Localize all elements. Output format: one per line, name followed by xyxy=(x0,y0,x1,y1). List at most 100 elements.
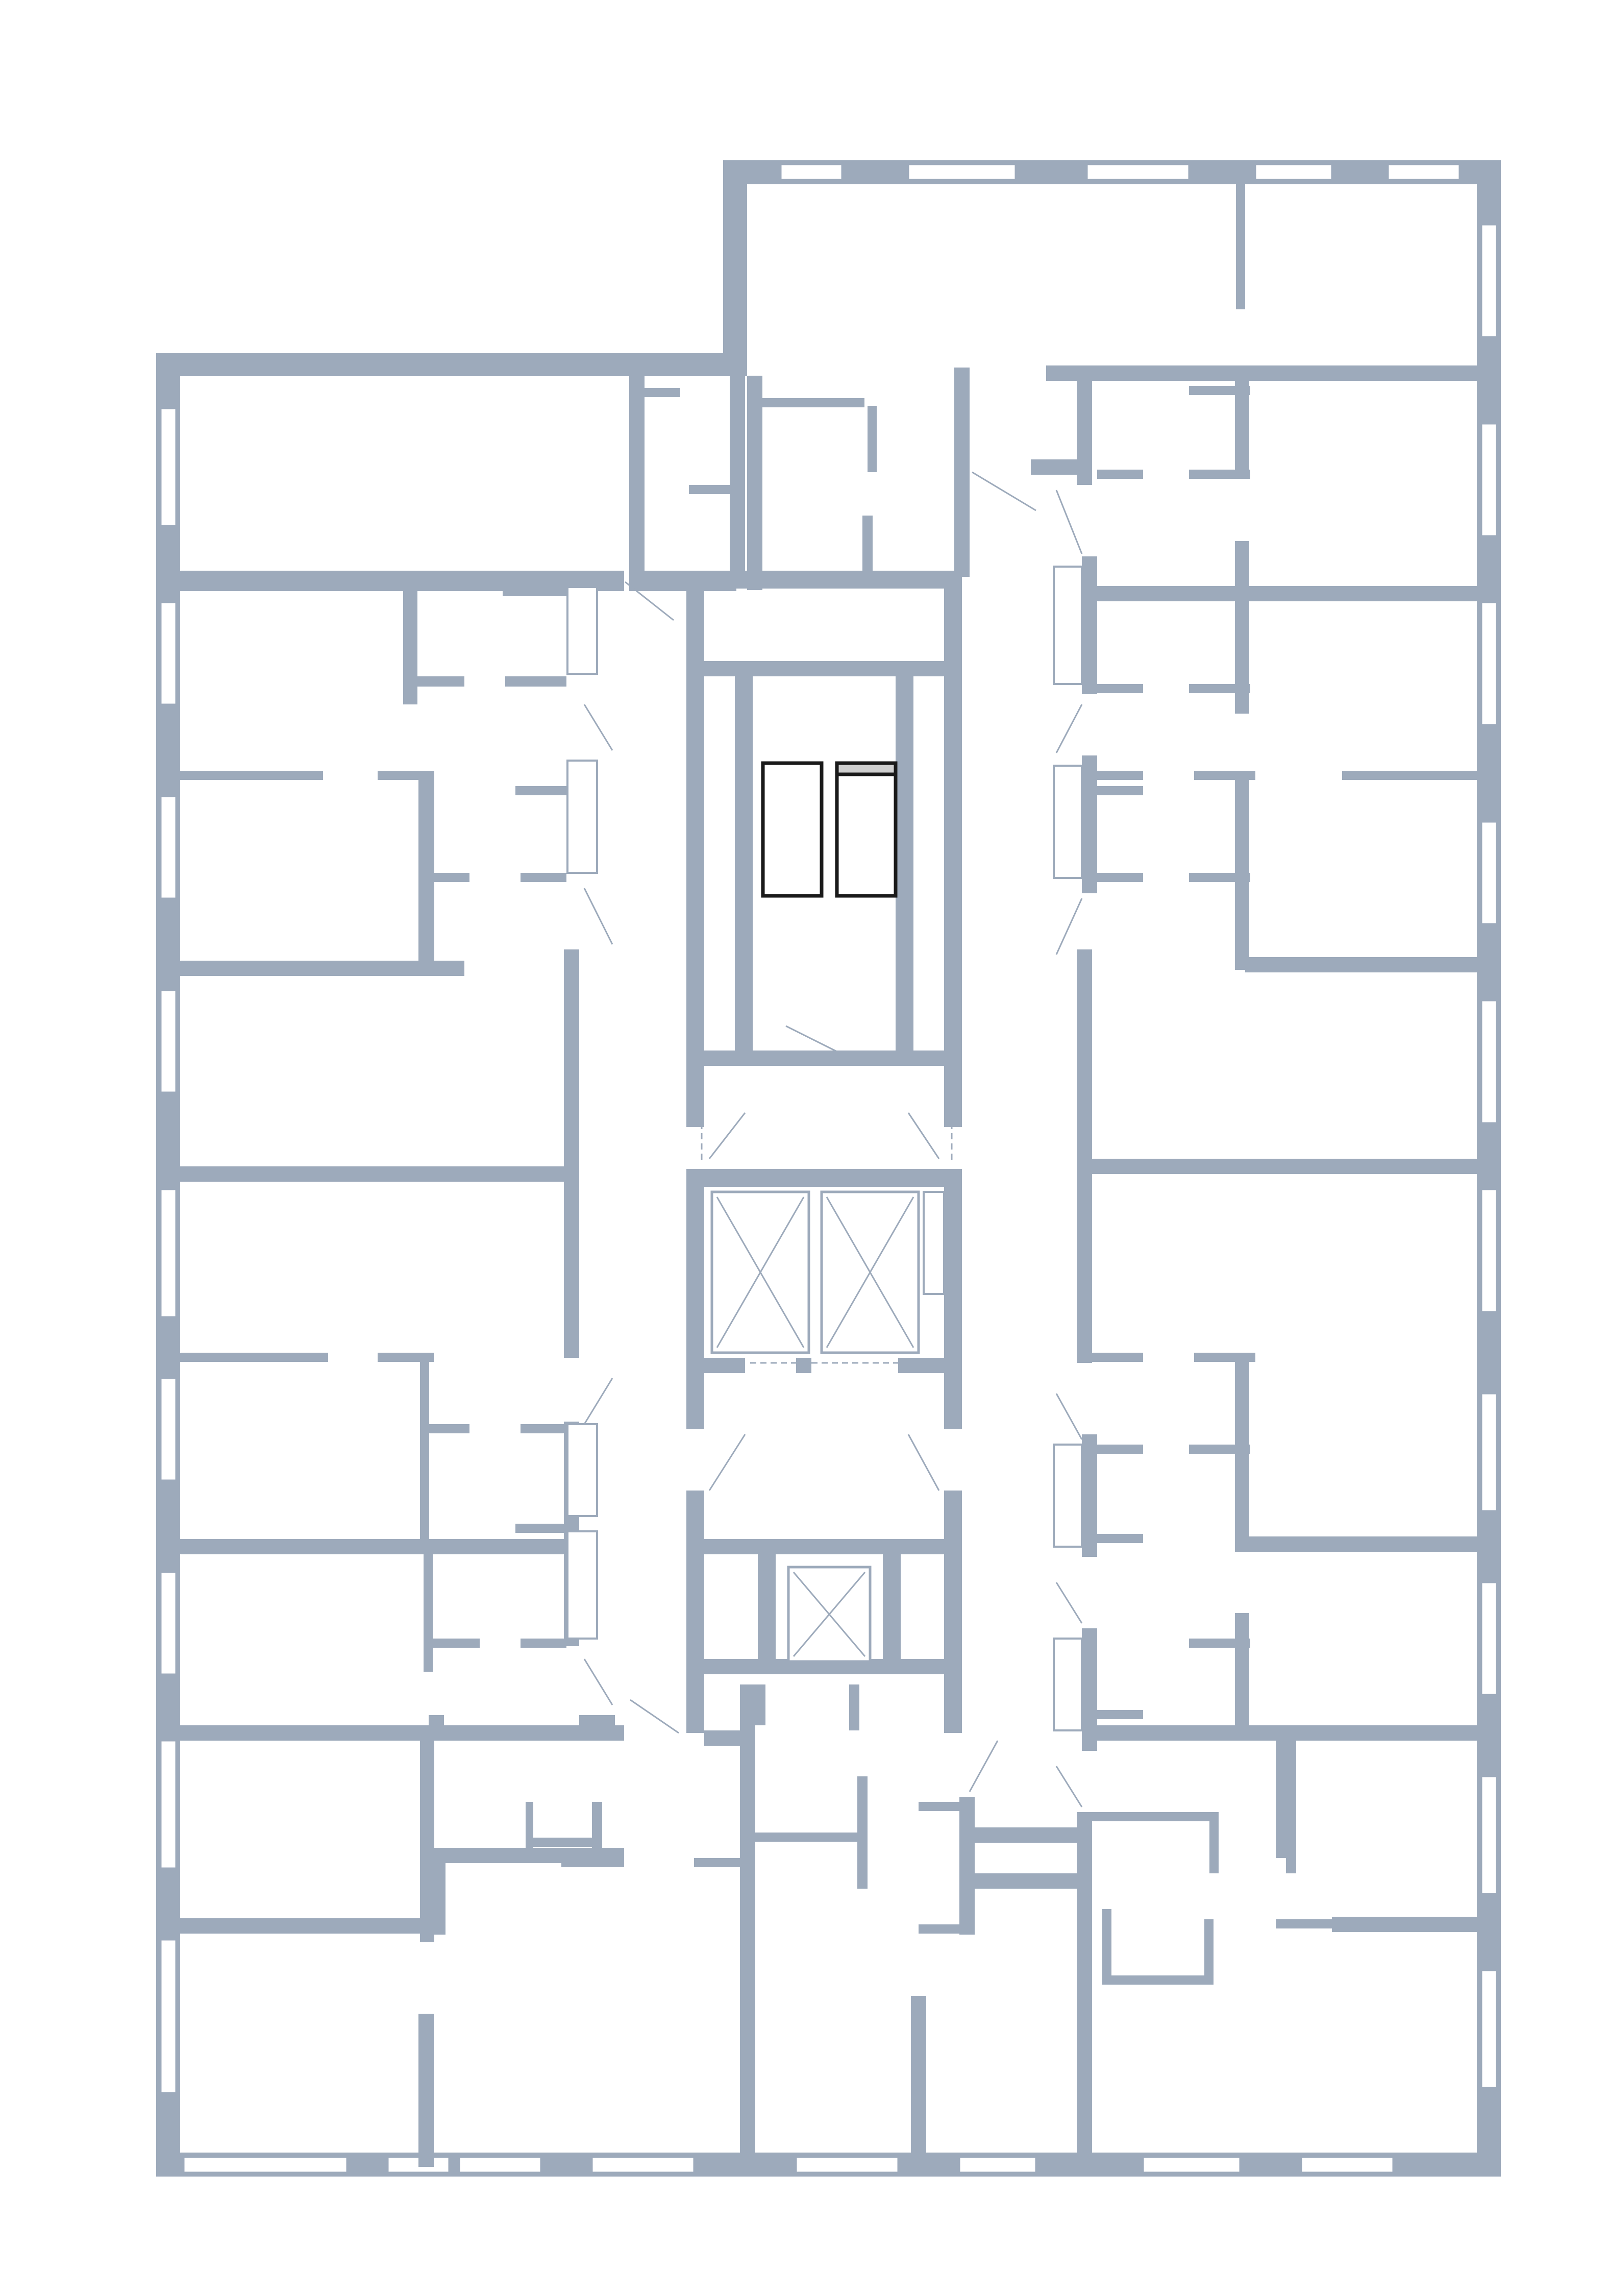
bathroom-wall xyxy=(403,676,464,687)
bathroom-wall xyxy=(1189,873,1250,882)
window xyxy=(1480,1393,1498,1512)
stairwell-wall xyxy=(944,673,962,1071)
core-wall xyxy=(944,1539,962,1733)
room-wall xyxy=(592,1802,602,1858)
core-wall xyxy=(898,1358,944,1373)
room-wall xyxy=(1102,1975,1214,1985)
room-wall xyxy=(868,406,877,472)
door-swing xyxy=(583,1658,613,1705)
bathroom-wall xyxy=(418,771,433,965)
window xyxy=(1086,163,1190,181)
party-wall xyxy=(1087,1725,1501,1741)
door-swing xyxy=(583,1378,613,1425)
room-wall xyxy=(579,1715,615,1738)
room-wall xyxy=(704,1730,740,1746)
room-wall xyxy=(1235,365,1249,478)
window xyxy=(907,163,1017,181)
vent-shaft xyxy=(566,1423,598,1517)
room-wall xyxy=(528,1838,595,1847)
window xyxy=(160,1188,177,1318)
room-wall xyxy=(1235,1613,1249,1741)
stair-flight-left xyxy=(761,761,824,898)
elevator-shaft-2-cross xyxy=(826,1196,914,1348)
room-wall xyxy=(689,485,745,494)
vent-shaft xyxy=(1053,1444,1083,1548)
room-wall xyxy=(919,1924,964,1934)
room-wall xyxy=(1102,1909,1111,1981)
room-wall xyxy=(1092,1812,1215,1821)
party-wall xyxy=(180,961,456,976)
room-wall xyxy=(1235,771,1249,970)
room-wall xyxy=(1092,771,1143,780)
room-wall xyxy=(180,1353,328,1362)
bathroom-wall xyxy=(505,676,566,687)
core-wall xyxy=(686,1539,962,1554)
room-wall xyxy=(857,1776,868,1889)
bathroom-wall xyxy=(1082,556,1097,694)
window xyxy=(795,2156,899,2173)
door-swing xyxy=(1055,490,1083,554)
door-swing xyxy=(969,1740,999,1792)
bathroom-wall xyxy=(1092,1445,1143,1454)
core-wall xyxy=(686,571,962,589)
window xyxy=(160,1377,177,1481)
bathroom-wall xyxy=(1082,755,1097,893)
room-wall xyxy=(862,516,873,577)
room-wall xyxy=(745,1684,765,1725)
door-swings xyxy=(583,471,1083,1808)
room-wall xyxy=(1332,1917,1501,1932)
bathroom-wall xyxy=(1031,459,1087,475)
bottom-center-apartments xyxy=(694,1684,1092,2177)
room-wall xyxy=(1332,1536,1501,1552)
room-wall xyxy=(1236,184,1245,309)
exterior-wall-step xyxy=(723,160,747,376)
door-swing xyxy=(907,1112,940,1159)
room-wall xyxy=(418,2014,434,2167)
room-wall xyxy=(755,1833,857,1842)
bathroom-wall xyxy=(521,1639,566,1648)
top-center-apartment xyxy=(747,184,1245,590)
window xyxy=(1480,224,1498,338)
vent-shaft xyxy=(566,760,598,874)
bathroom-wall xyxy=(1092,684,1143,693)
window xyxy=(160,601,177,705)
window xyxy=(183,2156,348,2173)
vent-shaft xyxy=(566,586,598,675)
core-wall xyxy=(796,1358,811,1373)
core-wall xyxy=(686,1539,704,1733)
door-swing xyxy=(1055,704,1083,753)
room-wall xyxy=(730,376,745,580)
door-swing xyxy=(708,1434,746,1491)
bathroom-wall xyxy=(424,1554,433,1672)
core-wall xyxy=(686,1169,704,1429)
bathroom-wall xyxy=(515,1524,566,1533)
core-wall xyxy=(944,571,962,673)
central-core xyxy=(686,571,962,1733)
bathroom-wall xyxy=(1189,386,1250,395)
left-apartments xyxy=(180,376,745,2167)
window xyxy=(591,2156,695,2173)
core-wall xyxy=(883,1554,901,1672)
window xyxy=(1480,821,1498,925)
stairwell-wall xyxy=(735,673,753,1061)
room-wall xyxy=(959,1873,1092,1889)
room-wall xyxy=(430,1858,445,1935)
window xyxy=(1387,163,1461,181)
party-wall xyxy=(180,1166,568,1182)
elevator-shaft-2 xyxy=(820,1190,920,1354)
room-wall xyxy=(745,1776,755,1838)
window xyxy=(160,989,177,1093)
corridor-wall-left xyxy=(564,949,579,1358)
room-wall xyxy=(378,1353,434,1362)
party-wall xyxy=(1046,365,1501,381)
door-swing xyxy=(1055,1766,1083,1808)
window xyxy=(958,2156,1037,2173)
stairwell-wall xyxy=(896,673,913,1061)
bathroom-wall xyxy=(1097,470,1143,479)
stair-landing xyxy=(835,761,898,776)
bathroom-wall xyxy=(1189,684,1250,693)
room-wall xyxy=(849,1684,859,1730)
stair-flights xyxy=(761,761,898,898)
corridor-wall-right xyxy=(1077,1812,1092,2177)
bathroom-wall xyxy=(503,587,566,596)
